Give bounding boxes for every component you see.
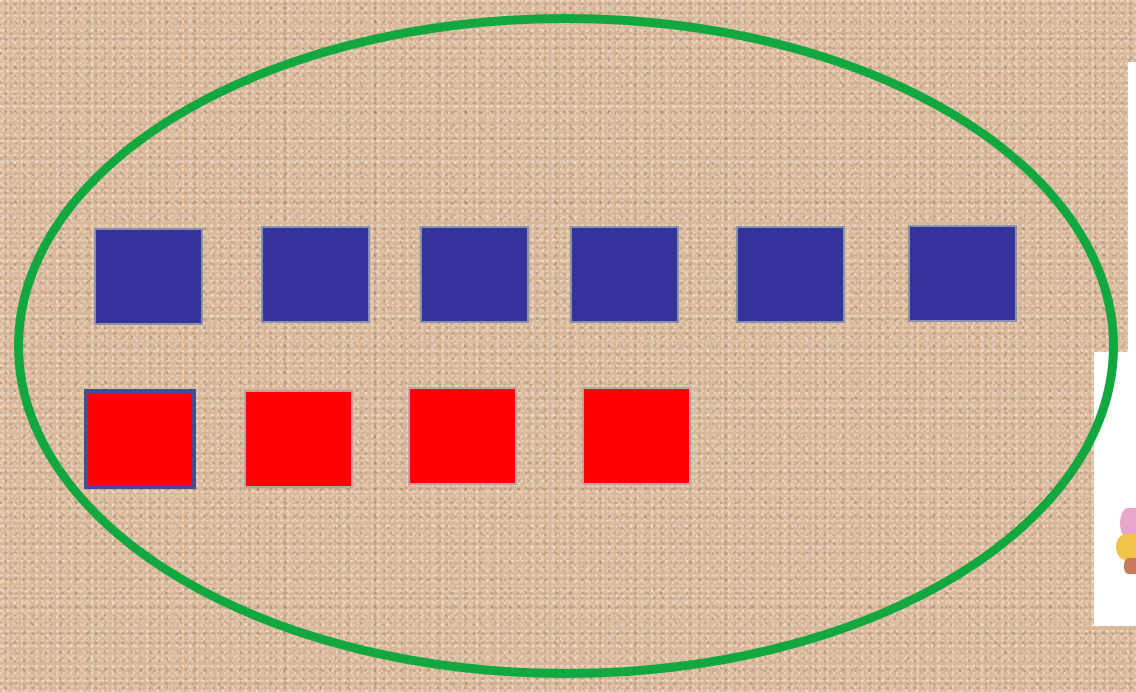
blue-square	[94, 228, 203, 325]
green-ellipse-set	[14, 14, 1118, 678]
flower-petal	[1116, 534, 1136, 560]
red-square	[582, 387, 691, 485]
blue-square	[570, 226, 679, 323]
blue-square	[736, 226, 845, 323]
red-square	[84, 389, 196, 489]
flower-petal	[1124, 558, 1136, 574]
red-square	[244, 390, 353, 488]
side-image-panel-top	[1128, 62, 1136, 352]
blue-square	[420, 226, 529, 323]
blue-square	[261, 226, 370, 323]
blue-square	[908, 225, 1017, 322]
flower-picture	[1114, 498, 1136, 578]
red-square	[408, 387, 517, 485]
